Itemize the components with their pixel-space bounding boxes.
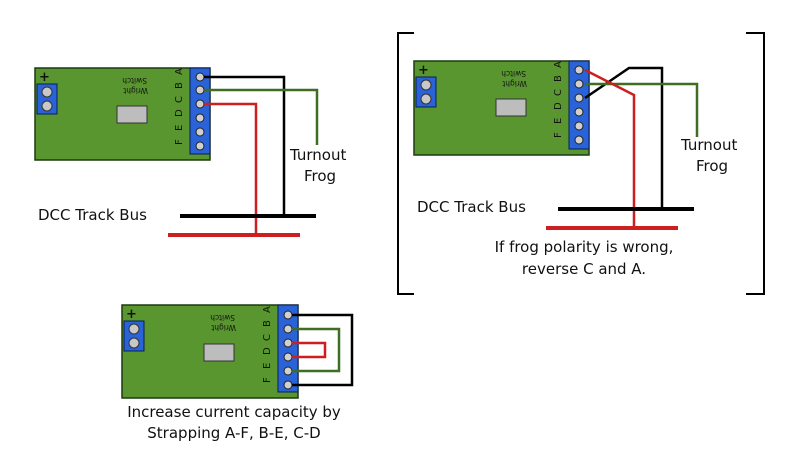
wire-green-b [204, 88, 319, 145]
terminal-letters: A B C D E F [553, 61, 564, 138]
terminal-letter-f: F [174, 139, 185, 145]
dcc-track-bus-label: DCC Track Bus [417, 198, 526, 216]
terminal-block [189, 67, 211, 155]
dcc-track-bus-label: DCC Track Bus [38, 206, 147, 224]
terminal-letter-c: C [174, 96, 185, 103]
terminal-letter-b: B [262, 320, 273, 327]
terminal-letters: A B C D E F [174, 68, 185, 145]
frog-polarity-note-line1: If frog polarity is wrong, [495, 238, 674, 256]
brand-line2: Wright [123, 86, 148, 95]
terminal-block [277, 304, 299, 393]
terminal-block [568, 60, 590, 150]
panel-top-right: + Switch Wright A B C D E F [397, 32, 765, 295]
plus-label: + [418, 63, 429, 78]
brand-line2: Wright [502, 79, 527, 88]
caption-line2: Strapping A-F, B-E, C-D [147, 424, 320, 442]
wire-black-a [204, 75, 286, 215]
terminal-letter-c: C [553, 89, 564, 96]
power-connector [123, 320, 145, 352]
terminal-letter-f: F [262, 377, 273, 383]
chip [116, 105, 148, 124]
turnout-label-line1: Turnout [289, 146, 346, 164]
panel-top-left: + Switch Wright A B C D E F [34, 67, 346, 237]
terminal-letter-a: A [262, 306, 273, 313]
terminal-letter-b: B [174, 82, 185, 89]
strap-c-d-red [292, 341, 327, 359]
caption-line1: Increase current capacity by [127, 403, 341, 421]
decoder-board: + Switch Wright A B C D E F [121, 304, 299, 399]
terminal-letter-e: E [553, 118, 564, 124]
decoder-board: + Switch Wright A B C D E F [413, 60, 590, 156]
panel-bottom: + Switch Wright A B C D E F [121, 304, 354, 442]
brand-line1: Switch [122, 76, 147, 85]
terminal-letter-e: E [262, 363, 273, 369]
power-connector [36, 83, 58, 115]
wire-green-b [585, 82, 699, 137]
terminal-letter-a: A [553, 61, 564, 68]
terminal-letter-a: A [174, 68, 185, 75]
chip [203, 343, 235, 362]
turnout-label-line1: Turnout [680, 136, 737, 154]
turnout-label-line2: Frog [304, 167, 336, 185]
terminal-letter-f: F [553, 132, 564, 138]
decoder-board: + Switch Wright A B C D E F [34, 67, 211, 161]
terminal-letter-b: B [553, 75, 564, 82]
bracket-right [746, 32, 765, 295]
strap-b-e-green [292, 327, 341, 373]
brand-line1: Switch [501, 69, 526, 78]
terminal-letter-c: C [262, 334, 273, 341]
terminal-letters: A B C D E F [262, 306, 273, 383]
brand-line2: Wright [211, 323, 236, 332]
frog-polarity-note-line2: reverse C and A. [522, 260, 646, 278]
wire-red-crossed [584, 68, 636, 228]
terminal-letter-e: E [174, 125, 185, 131]
wire-red-c [204, 102, 258, 234]
terminal-letter-d: D [262, 347, 273, 355]
terminal-letter-d: D [174, 109, 185, 117]
chip [495, 98, 527, 117]
plus-label: + [39, 70, 50, 85]
bracket-left [397, 32, 414, 295]
plus-label: + [126, 307, 137, 322]
brand-line1: Switch [210, 313, 235, 322]
terminal-letter-d: D [553, 102, 564, 110]
power-connector [415, 76, 437, 108]
strap-a-f-black [292, 313, 354, 387]
turnout-label-line2: Frog [696, 157, 728, 175]
